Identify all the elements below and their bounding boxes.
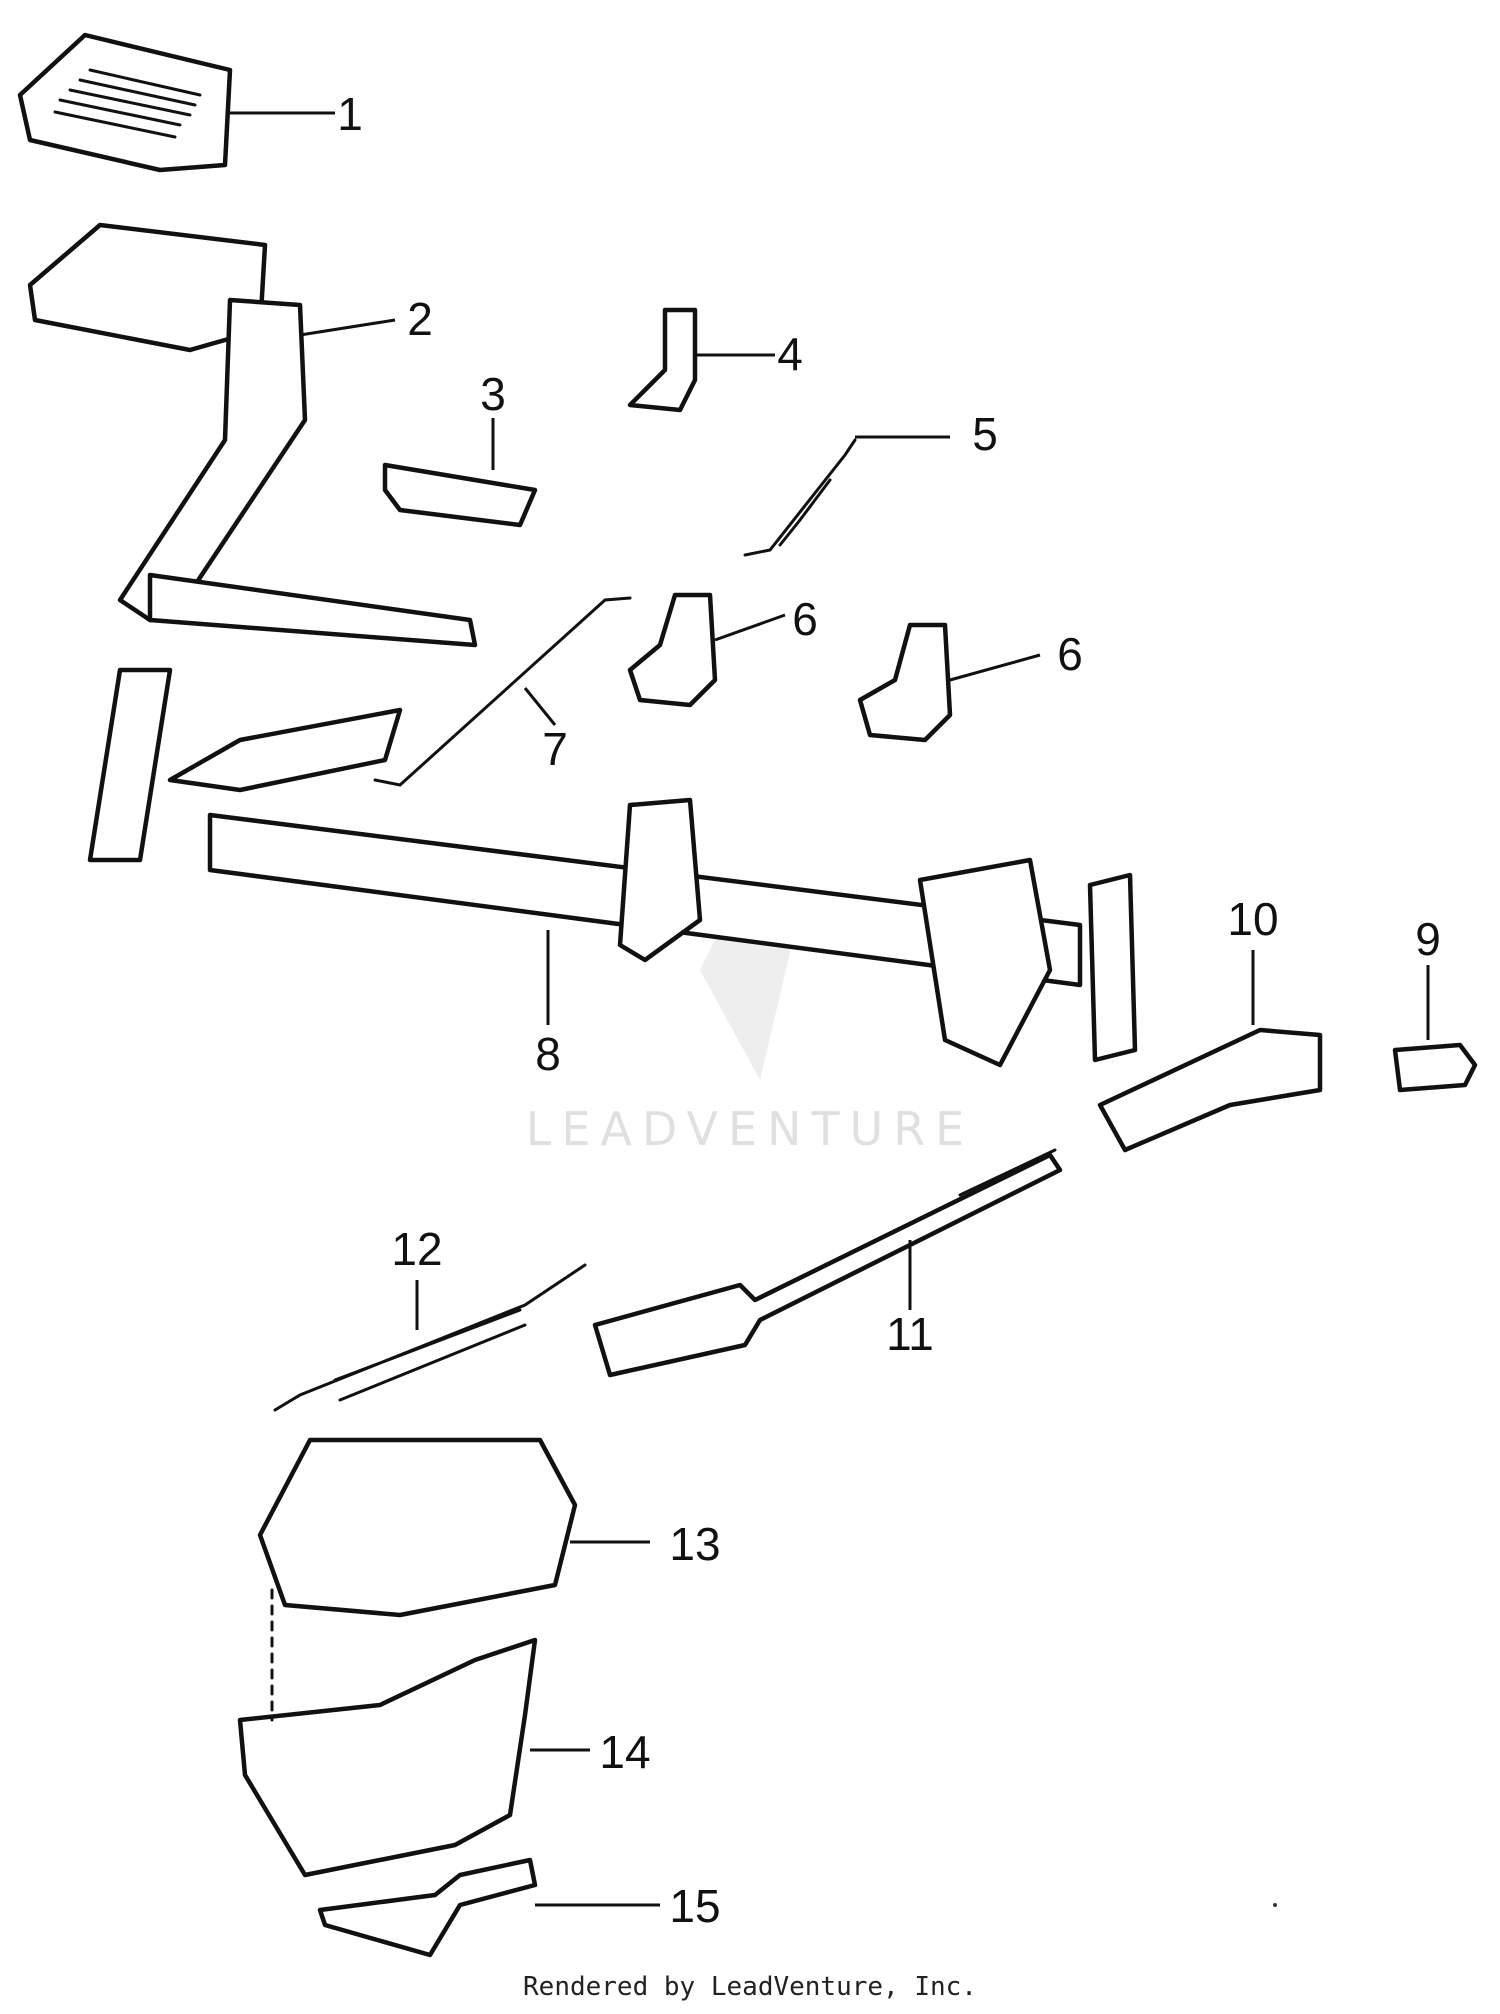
part-13-caliper xyxy=(257,1437,578,1618)
part-9-clevis-pin xyxy=(1392,1042,1478,1093)
part-6-clamp-b xyxy=(857,622,953,743)
part-5-spring xyxy=(743,438,857,557)
callout-15: 15 xyxy=(669,1880,720,1932)
part-12-spring xyxy=(273,1263,587,1412)
callout-14: 14 xyxy=(599,1726,650,1778)
part-14-bracket xyxy=(237,1637,538,1878)
callout-1: 1 xyxy=(337,88,363,140)
part-6-clamp-a xyxy=(627,592,718,708)
callout-9: 9 xyxy=(1415,913,1441,965)
callout-11: 11 xyxy=(886,1308,934,1360)
callout-3: 3 xyxy=(480,368,506,420)
callout-2: 2 xyxy=(407,293,433,345)
watermark-text: LEADVENTURE xyxy=(526,1102,975,1156)
leader-lines xyxy=(230,111,1430,1907)
callout-12: 12 xyxy=(391,1223,442,1275)
callout-8: 8 xyxy=(535,1028,561,1080)
part-4-latch xyxy=(627,307,698,413)
part-1-pedal-pad xyxy=(17,32,233,173)
callouts: 1 2 3 4 5 6 6 7 8 9 10 11 12 13 14 15 xyxy=(337,88,1441,1932)
part-15-strap xyxy=(317,1857,538,1958)
callout-6-a: 6 xyxy=(792,593,818,645)
callout-13: 13 xyxy=(669,1518,720,1570)
callout-10: 10 xyxy=(1227,893,1278,945)
part-8-cross-shaft xyxy=(87,667,1138,1068)
callout-7: 7 xyxy=(542,723,568,775)
part-10-clevis xyxy=(1097,1027,1323,1153)
callout-4: 4 xyxy=(777,328,803,380)
part-11-link xyxy=(592,1148,1063,1378)
callout-6-b: 6 xyxy=(1057,628,1083,680)
part-7-rod xyxy=(373,596,632,787)
part-3-ratchet-plate xyxy=(382,462,538,528)
part-2-pedal-arm xyxy=(27,222,478,648)
footer-credit: Rendered by LeadVenture, Inc. xyxy=(523,1972,977,2002)
callout-5: 5 xyxy=(972,408,998,460)
stray-dot xyxy=(1273,1903,1277,1907)
